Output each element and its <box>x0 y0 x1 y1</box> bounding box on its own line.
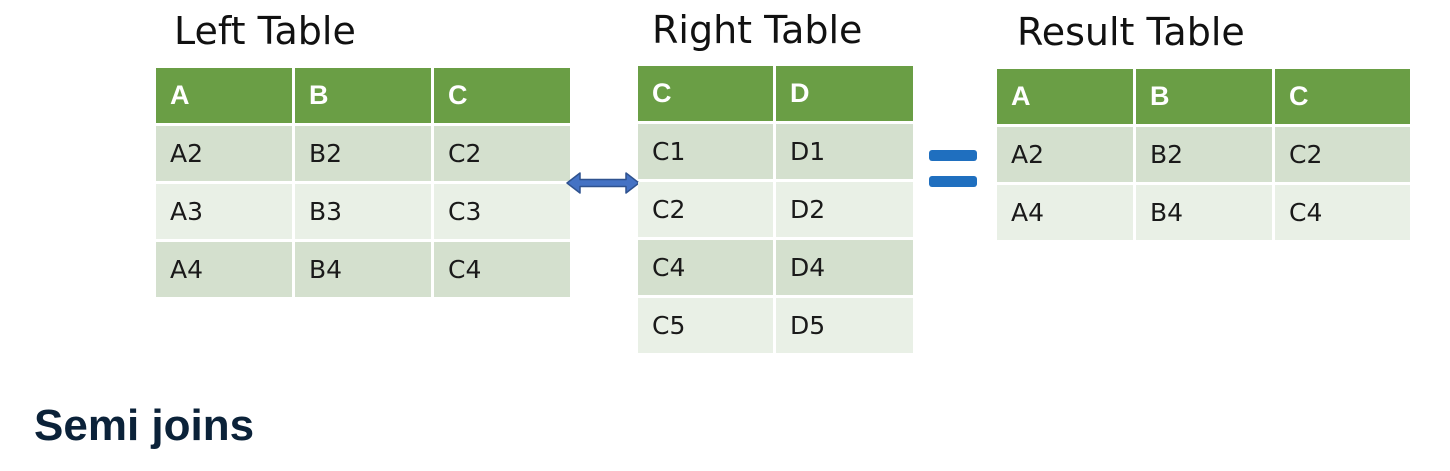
column-header: C <box>1275 69 1410 124</box>
column-header: A <box>997 69 1133 124</box>
column-header: C <box>638 66 773 121</box>
table-cell: B2 <box>295 126 431 181</box>
table-cell: A3 <box>156 184 292 239</box>
table-cell: C4 <box>1275 185 1410 240</box>
right-table: C D C1 D1 C2 D2 C4 D4 C5 D5 <box>635 63 916 356</box>
table-cell: C2 <box>434 126 570 181</box>
table-row: A2 B2 C2 <box>997 127 1410 182</box>
table-row: A3 B3 C3 <box>156 184 570 239</box>
double-headed-arrow-icon <box>566 172 640 194</box>
right-table-title: Right Table <box>652 8 863 52</box>
table-cell: D2 <box>776 182 913 237</box>
table-cell: A4 <box>156 242 292 297</box>
result-table-title: Result Table <box>1017 10 1245 54</box>
column-header: A <box>156 68 292 123</box>
table-cell: A2 <box>997 127 1133 182</box>
column-header: B <box>1136 69 1272 124</box>
left-table-title: Left Table <box>174 9 356 53</box>
table-row: A4 B4 C4 <box>997 185 1410 240</box>
column-header: D <box>776 66 913 121</box>
table-cell: B2 <box>1136 127 1272 182</box>
column-header: C <box>434 68 570 123</box>
table-cell: D5 <box>776 298 913 353</box>
table-cell: C4 <box>638 240 773 295</box>
table-row: C2 D2 <box>638 182 913 237</box>
table-cell: B4 <box>295 242 431 297</box>
table-header-row: C D <box>638 66 913 121</box>
table-header-row: A B C <box>997 69 1410 124</box>
equals-sign-icon <box>929 150 977 190</box>
table-cell: D1 <box>776 124 913 179</box>
table-cell: A4 <box>997 185 1133 240</box>
table-cell: B3 <box>295 184 431 239</box>
table-row: A2 B2 C2 <box>156 126 570 181</box>
table-header-row: A B C <box>156 68 570 123</box>
table-cell: B4 <box>1136 185 1272 240</box>
table-cell: C1 <box>638 124 773 179</box>
table-row: A4 B4 C4 <box>156 242 570 297</box>
column-header: B <box>295 68 431 123</box>
result-table: A B C A2 B2 C2 A4 B4 C4 <box>994 66 1413 243</box>
table-cell: C5 <box>638 298 773 353</box>
left-table: A B C A2 B2 C2 A3 B3 C3 A4 B4 C4 <box>153 65 573 300</box>
table-row: C1 D1 <box>638 124 913 179</box>
table-cell: C4 <box>434 242 570 297</box>
table-cell: C2 <box>638 182 773 237</box>
table-row: C4 D4 <box>638 240 913 295</box>
table-cell: C2 <box>1275 127 1410 182</box>
table-row: C5 D5 <box>638 298 913 353</box>
table-cell: A2 <box>156 126 292 181</box>
table-cell: D4 <box>776 240 913 295</box>
table-cell: C3 <box>434 184 570 239</box>
section-title: Semi joins <box>34 401 255 450</box>
